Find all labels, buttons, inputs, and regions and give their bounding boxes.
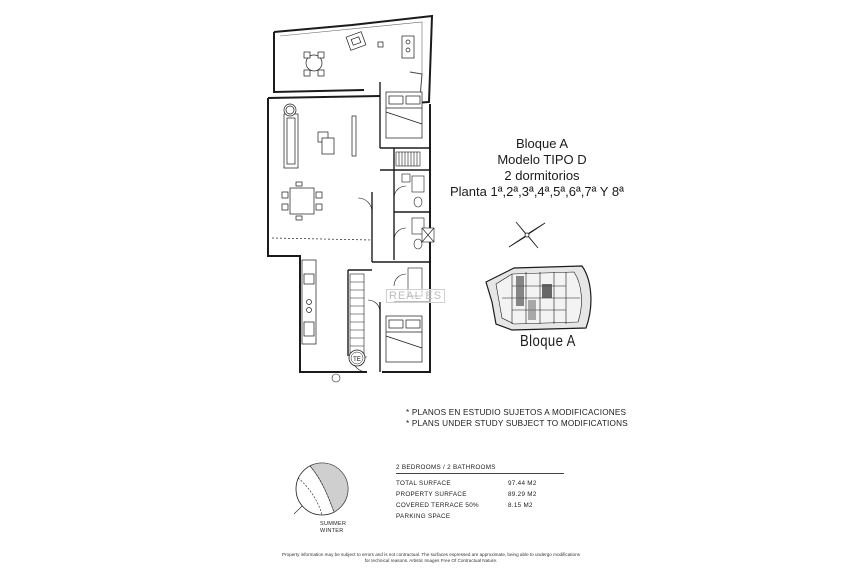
- note-line-en: * PLANS UNDER STUDY SUBJECT TO MODIFICAT…: [406, 418, 628, 428]
- table-row: PARKING SPACE: [396, 511, 564, 522]
- season-legend: SUMMER WINTER: [320, 521, 346, 535]
- surface-value: 97.44 M2: [508, 480, 537, 487]
- surfaces-table: 2 BEDROOMS / 2 BATHROOMS TOTAL SURFACE 9…: [396, 464, 564, 522]
- note-line-es: * PLANOS EN ESTUDIO SUJETOS A MODIFICACI…: [406, 408, 627, 417]
- floor-plan-drawing: TE: [267, 14, 435, 383]
- plan-notes: * PLANOS EN ESTUDIO SUJETOS A MODIFICACI…: [406, 408, 628, 429]
- table-row: PROPERTY SURFACE 89.29 M2: [396, 489, 564, 500]
- modelo-title: Modelo TIPO D: [497, 152, 587, 167]
- surface-label: COVERED TERRACE 50%: [396, 502, 479, 509]
- table-row: COVERED TERRACE 50% 8.15 M2: [396, 500, 564, 511]
- dormitorios-title: 2 dormitorios: [504, 168, 580, 183]
- season-winter-label: WINTER: [320, 528, 344, 534]
- plan-title-block: Bloque A Modelo TIPO D 2 dormitorios Pla…: [450, 136, 624, 200]
- bloque-title: Bloque A: [515, 136, 569, 151]
- season-summer-label: SUMMER: [320, 521, 347, 527]
- te-label: TE: [353, 357, 361, 363]
- surface-value: 8.15 M2: [508, 502, 533, 509]
- surface-label: TOTAL SURFACE: [396, 480, 451, 487]
- compass-rose-icon: [508, 221, 546, 249]
- sun-path-diagram: [293, 462, 349, 516]
- surface-label: PROPERTY SURFACE: [396, 491, 467, 498]
- surface-value: 89.29 M2: [508, 491, 537, 498]
- key-plan-label: Bloque A: [520, 333, 576, 350]
- legal-disclaimer: Property information may be subject to e…: [282, 552, 580, 563]
- surfaces-header: 2 BEDROOMS / 2 BATHROOMS: [396, 464, 564, 474]
- watermark-text: REAL ES: [386, 289, 446, 303]
- key-plan-map: [485, 265, 592, 331]
- planta-title: Planta 1ª,2ª,3ª,4ª,5ª,6ª,7ª Y 8ª: [450, 184, 624, 199]
- surface-label: PARKING SPACE: [396, 513, 451, 520]
- table-row: TOTAL SURFACE 97.44 M2: [396, 478, 564, 489]
